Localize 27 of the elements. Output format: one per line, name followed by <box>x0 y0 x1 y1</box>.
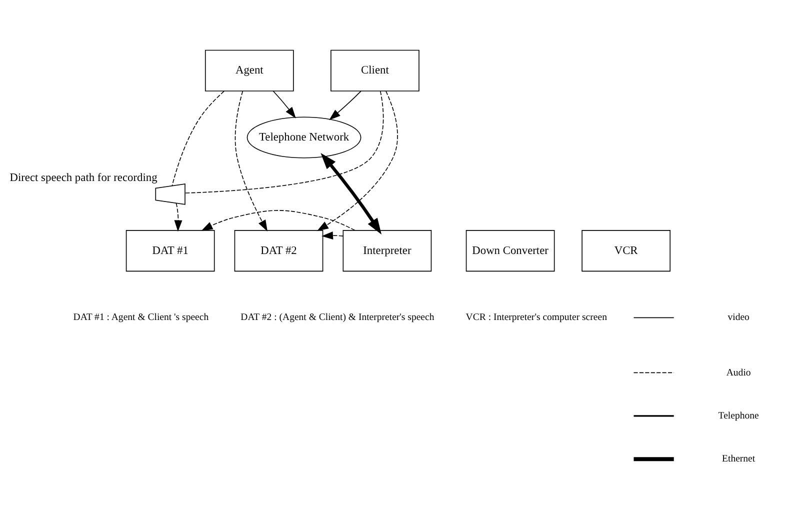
arrow <box>322 232 344 240</box>
legend-label: video <box>728 312 750 324</box>
connector <box>184 90 384 194</box>
legend-label: Telephone <box>718 410 759 422</box>
label: DAT #2 : (Agent & Client) & Interpreter's speech <box>240 312 434 324</box>
node-box: Client <box>330 50 420 92</box>
arrow <box>272 90 296 118</box>
node-ellipse: Telephone Network <box>246 116 362 158</box>
arrow <box>174 202 182 232</box>
arrow <box>320 152 382 235</box>
node-box: DAT #2 <box>234 230 324 272</box>
node-box: DAT #1 <box>126 230 215 272</box>
node-label: Direct speech path for recording <box>10 172 158 184</box>
arrow <box>329 90 362 120</box>
node-box: VCR <box>582 230 671 272</box>
label: DAT #1 : Agent & Client 's speech <box>73 312 209 324</box>
arrow <box>201 210 356 231</box>
connector <box>172 90 224 186</box>
legend-label: Audio <box>726 367 751 378</box>
label: VCR : Interpreter's computer screen <box>466 312 607 324</box>
arrow <box>234 90 268 232</box>
node-box: Agent <box>204 50 294 92</box>
node-box: Down Converter <box>466 230 555 272</box>
node-trapezium <box>155 184 186 205</box>
legend-label: Ethernet <box>722 454 756 465</box>
arrow <box>317 90 398 232</box>
node-box: Interpreter <box>342 230 432 272</box>
